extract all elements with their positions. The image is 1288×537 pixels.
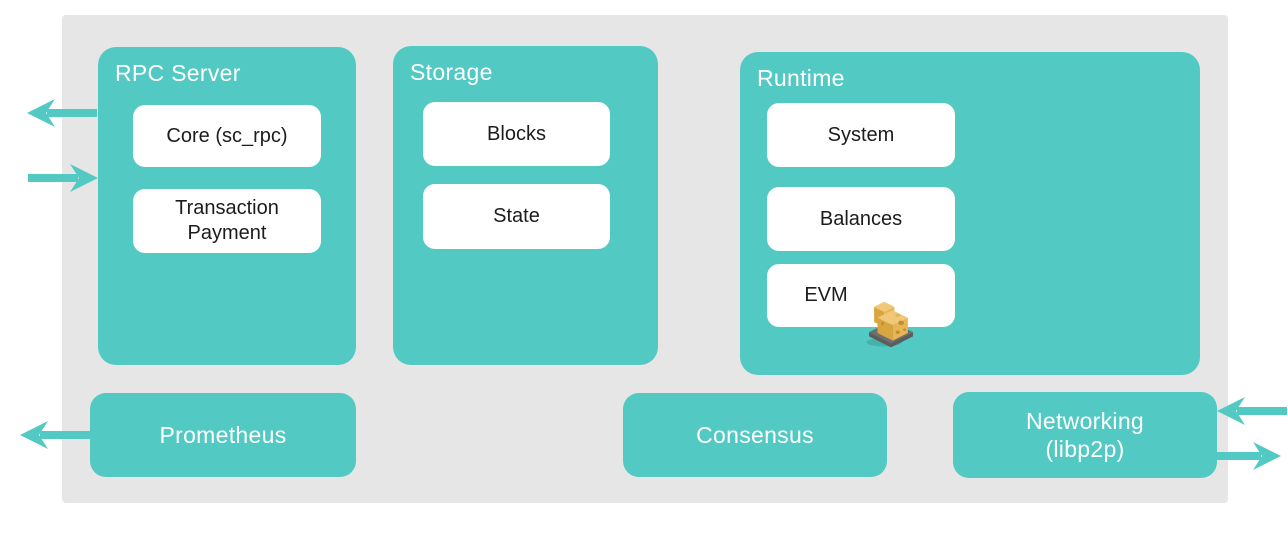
evm-label: EVM — [804, 284, 848, 306]
group-title-runtime: Runtime — [757, 65, 845, 91]
group-title-storage: Storage — [410, 59, 493, 85]
item-transaction-payment: Transaction Payment — [133, 189, 321, 253]
item-core-sc-rpc: Core (sc_rpc) — [133, 105, 321, 167]
rpc-inbound-arrow-right-icon — [28, 163, 98, 193]
node-consensus: Consensus — [623, 393, 887, 477]
item-balances: Balances — [767, 187, 955, 251]
group-runtime: Runtime System Balances EVM — [740, 52, 1200, 375]
group-storage: Storage Blocks State — [393, 46, 658, 365]
prometheus-outbound-arrow-left-icon — [20, 420, 90, 450]
item-system: System — [767, 103, 955, 167]
networking-outbound-arrow-right-icon — [1211, 441, 1281, 471]
group-title-rpc-server: RPC Server — [115, 60, 241, 86]
networking-inbound-arrow-left-icon — [1217, 396, 1287, 426]
group-rpc-server: RPC Server Core (sc_rpc) Transaction Pay… — [98, 47, 356, 365]
rpc-outbound-arrow-left-icon — [27, 98, 97, 128]
item-blocks: Blocks — [423, 102, 610, 166]
cheese-pallet-icon — [864, 270, 918, 347]
item-evm: EVM — [767, 264, 955, 347]
item-state: State — [423, 184, 610, 249]
node-networking: Networking (libp2p) — [953, 392, 1217, 478]
node-prometheus: Prometheus — [90, 393, 356, 477]
